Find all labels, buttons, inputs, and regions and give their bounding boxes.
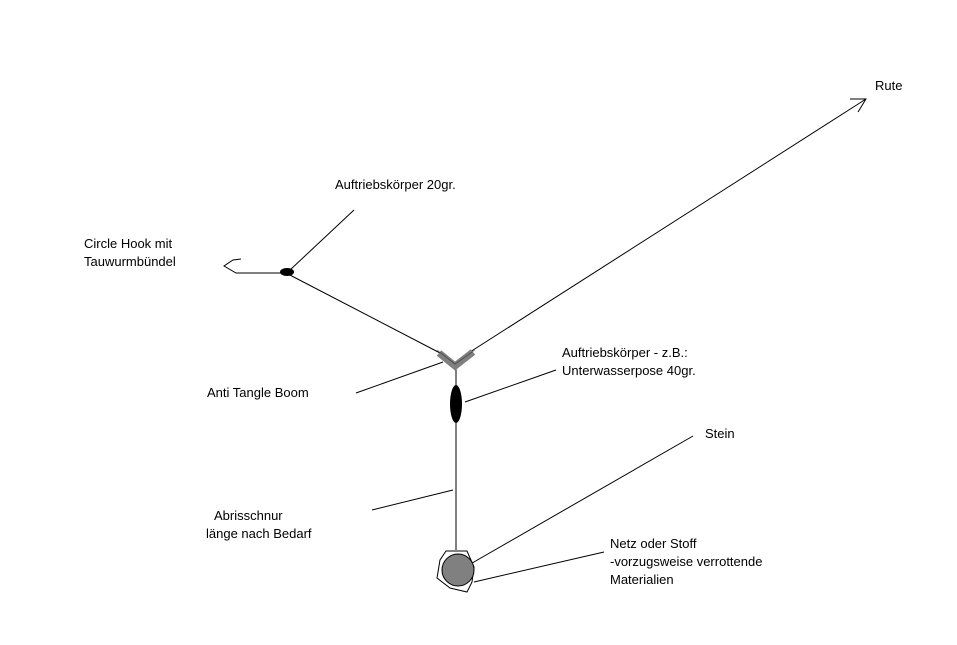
label-float-big-1: Auftriebskörper - z.B.: bbox=[562, 345, 688, 360]
pointer-float-small bbox=[289, 209, 355, 271]
label-float-small: Auftriebskörper 20gr. bbox=[335, 177, 456, 192]
small-float bbox=[280, 268, 294, 276]
hook-leader-line bbox=[285, 272, 443, 355]
pointer-float-big bbox=[464, 369, 557, 403]
pointer-boom bbox=[355, 361, 444, 394]
label-float-big-2: Unterwasserpose 40gr. bbox=[562, 363, 696, 378]
circle-hook bbox=[223, 258, 286, 274]
rod-arrowhead bbox=[850, 98, 867, 113]
label-stein: Stein bbox=[705, 426, 735, 441]
label-abriss-2: länge nach Bedarf bbox=[206, 526, 312, 541]
stone bbox=[441, 553, 475, 587]
label-boom: Anti Tangle Boom bbox=[207, 385, 309, 400]
anti-tangle-boom bbox=[436, 349, 476, 371]
net-wrap bbox=[436, 550, 475, 593]
label-netz-1: Netz oder Stoff bbox=[610, 536, 697, 551]
label-netz-3: Materialien bbox=[610, 572, 674, 587]
label-rute: Rute bbox=[875, 78, 903, 93]
main-line-to-rod bbox=[469, 98, 867, 353]
label-hook-1: Circle Hook mit bbox=[84, 236, 173, 251]
label-hook-2: Tauwurmbündel bbox=[84, 254, 176, 269]
label-abriss-1: Abrisschnur bbox=[214, 508, 283, 523]
big-float bbox=[450, 385, 462, 423]
pointer-netz bbox=[473, 551, 605, 583]
pointer-abriss bbox=[371, 489, 454, 511]
label-netz-2: -vorzugsweise verrottende bbox=[610, 554, 763, 569]
pointer-stein bbox=[459, 435, 694, 571]
